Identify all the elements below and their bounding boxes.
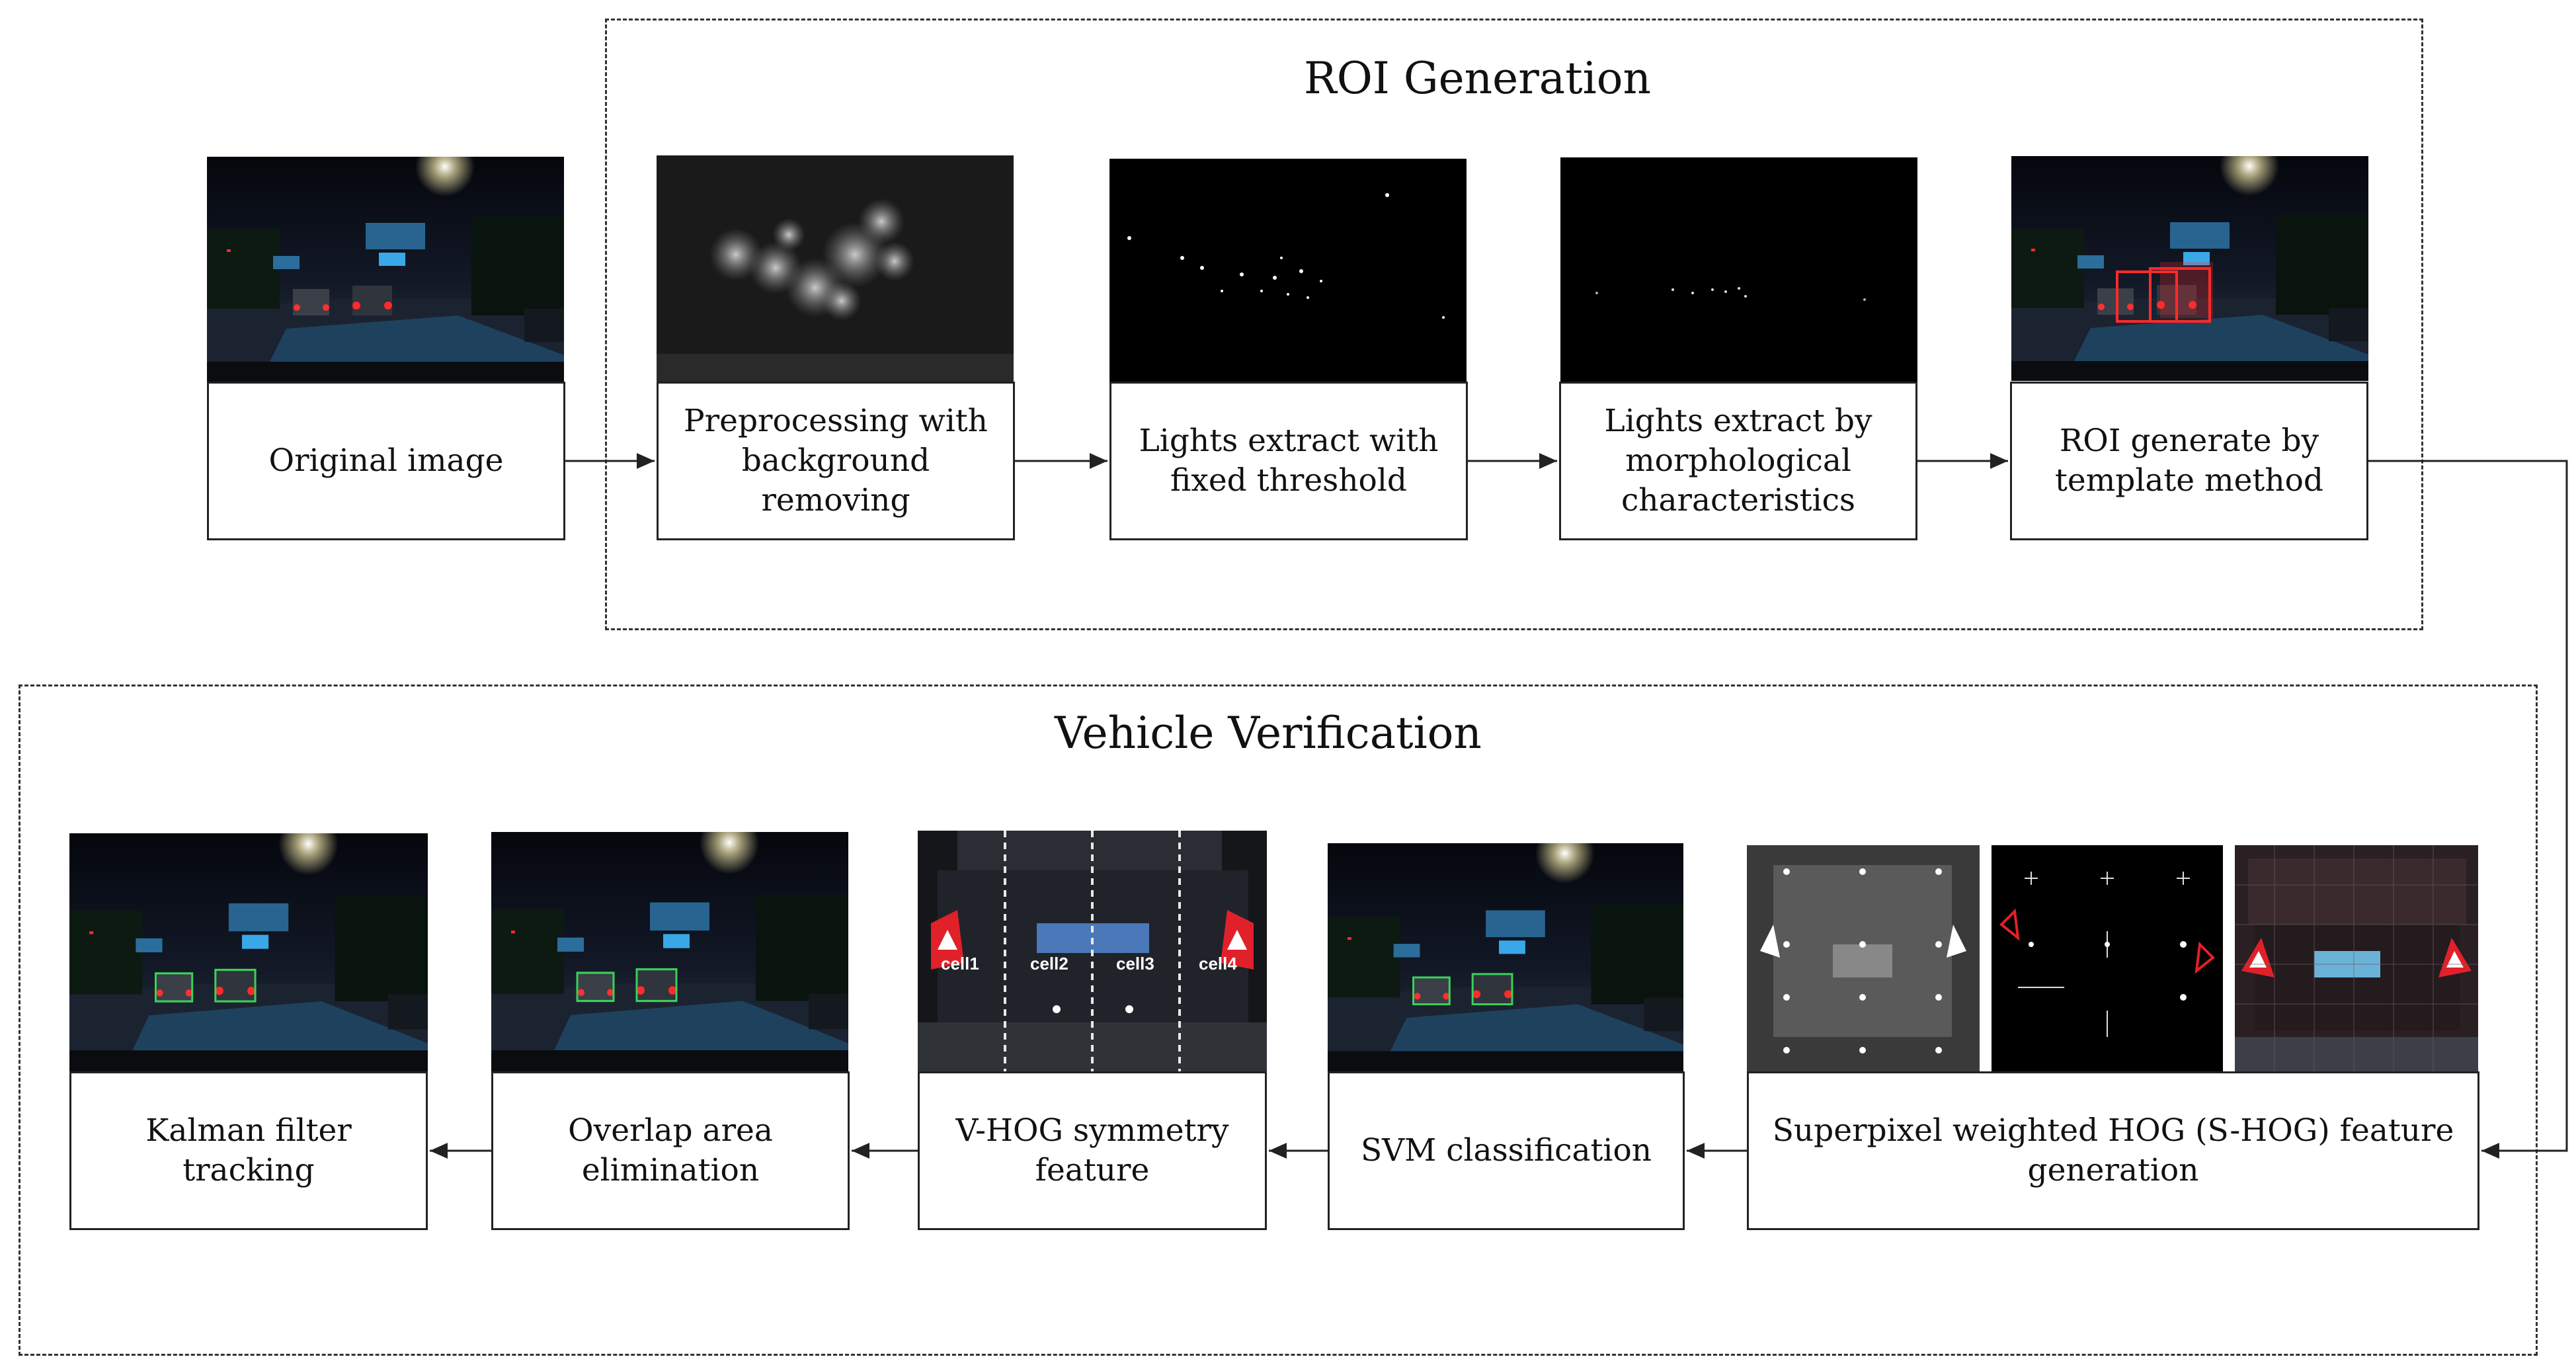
shog-superpixel-thumbnail <box>2235 845 2478 1071</box>
lights-threshold-step: Lights extract with fixed threshold <box>1109 382 1468 540</box>
shog-gradient-thumbnail <box>1992 845 2223 1071</box>
kalman-thumbnail <box>69 833 428 1071</box>
vhog-step: V-HOG symmetry feature <box>918 1071 1267 1230</box>
original-image-step: Original image <box>207 382 565 540</box>
vehicle-verification-title: Vehicle Verification <box>1055 708 1482 759</box>
morphological-lights-thumbnail <box>1560 157 1917 382</box>
vhog-thumbnail: cell1 cell2 cell3 cell4 <box>918 831 1267 1071</box>
svm-thumbnail <box>1328 843 1683 1071</box>
roi-generation-title: ROI Generation <box>1304 53 1651 104</box>
preprocessed-image-thumbnail <box>657 155 1014 382</box>
kalman-step: Kalman filter tracking <box>69 1071 428 1230</box>
original-image-thumbnail <box>207 157 564 382</box>
shog-gray-thumbnail <box>1747 845 1980 1071</box>
roi-template-step: ROI generate by template method <box>2010 382 2368 540</box>
shog-step: Superpixel weighted HOG (S-HOG) feature … <box>1747 1071 2479 1230</box>
roi-template-thumbnail <box>2011 155 2368 382</box>
roi-generation-group <box>605 19 2423 630</box>
vhog-cell1: cell1 <box>941 954 979 973</box>
svm-step: SVM classification <box>1328 1071 1685 1230</box>
vhog-cell2: cell2 <box>1030 954 1068 973</box>
overlap-step: Overlap area elimination <box>491 1071 850 1230</box>
overlap-thumbnail <box>491 832 848 1071</box>
vhog-cell4: cell4 <box>1199 954 1237 973</box>
lights-morphological-step: Lights extract by morphological characte… <box>1559 382 1917 540</box>
preprocessing-step: Preprocessing with background removing <box>657 382 1015 540</box>
threshold-lights-thumbnail <box>1109 159 1467 382</box>
vhog-cell3: cell3 <box>1116 954 1154 973</box>
